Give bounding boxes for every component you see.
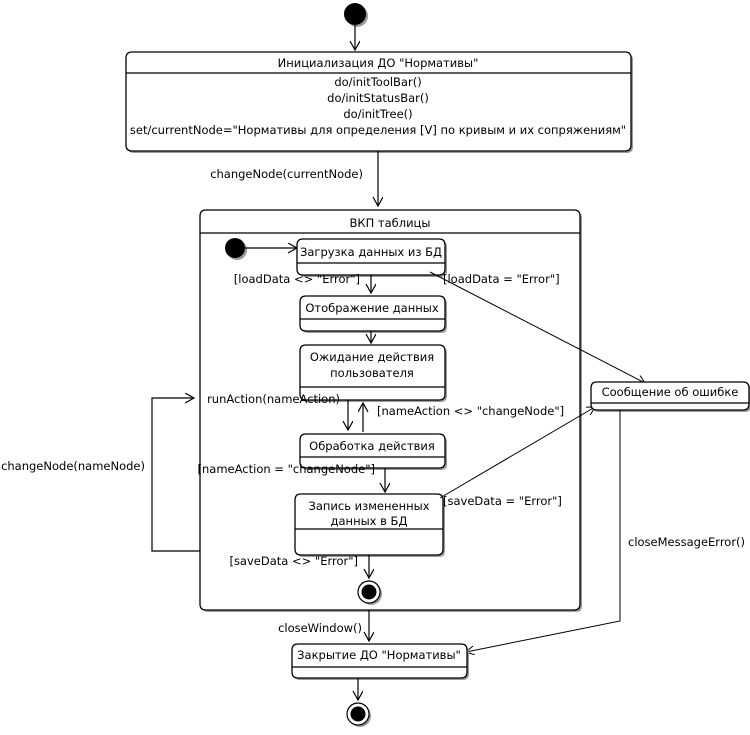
state-error-message-name: Сообщение об ошибке	[602, 385, 739, 399]
state-save-data-name-line1: Запись измененных	[308, 499, 429, 513]
state-process-action[interactable]	[299, 433, 447, 470]
inner-initial-node	[225, 238, 247, 260]
edge-load-to-error-message	[429, 271, 645, 383]
state-wait-user-action[interactable]	[299, 344, 447, 402]
transition-label-save-to-final: [saveData <> "Error"]	[229, 554, 358, 568]
initial-start-node	[344, 3, 368, 27]
transition-label-init-to-composite: changeNode(currentNode)	[210, 167, 363, 181]
final-node	[346, 702, 371, 727]
state-closing-name: Закрытие ДО "Нормативы"	[297, 648, 461, 662]
state-composite-table-name: ВКП таблицы	[350, 216, 431, 230]
edge-save-to-error-message	[439, 407, 595, 499]
transition-label-save-to-error: [saveData = "Error"]	[443, 494, 562, 508]
state-initialization-name: Инициализация ДО "Нормативы"	[278, 56, 479, 70]
edge-error-to-closing	[466, 410, 621, 652]
transition-label-load-to-display: [loadData <> "Error"]	[234, 272, 360, 286]
state-wait-user-action-name-line1: Ожидание действия	[310, 350, 434, 364]
state-initialization-activity-2: do/initTree()	[343, 107, 412, 121]
state-process-action-name: Обработка действия	[309, 439, 435, 453]
state-closing[interactable]	[291, 643, 469, 680]
state-initialization-activity-1: do/initStatusBar()	[327, 91, 429, 105]
transition-label-process-to-wait: [nameAction <> "changeNode"]	[377, 404, 564, 418]
state-initialization-activity-0: do/initToolBar()	[334, 75, 421, 89]
edge-composite-self-loop-changenode	[151, 398, 200, 552]
state-error-message[interactable]	[590, 381, 750, 412]
state-save-data-name-line2: данных в БД	[331, 514, 408, 528]
state-initialization[interactable]	[125, 51, 633, 153]
state-save-data[interactable]	[294, 493, 445, 557]
transition-label-error-to-closing: closeMessageError()	[628, 535, 745, 549]
transition-label-composite-to-closing: closeWindow()	[278, 621, 362, 635]
state-display-data[interactable]	[299, 295, 447, 333]
transition-label-wait-to-process: runAction(nameAction)	[207, 392, 340, 406]
transition-label-composite-self-loop: changeNode(nameNode)	[1, 459, 145, 473]
state-wait-user-action-name-line2: пользователя	[330, 366, 414, 380]
inner-final-node	[357, 580, 382, 605]
state-load-data-name: Загрузка данных из БД	[300, 245, 442, 259]
transition-label-load-to-error: [loadData = "Error"]	[443, 272, 560, 286]
state-load-data[interactable]	[296, 238, 447, 277]
state-initialization-activity-3: set/currentNode="Нормативы для определен…	[130, 123, 626, 137]
state-display-data-name: Отображение данных	[305, 301, 439, 315]
transition-label-process-to-save: [nameAction = "changeNode"]	[198, 462, 375, 476]
